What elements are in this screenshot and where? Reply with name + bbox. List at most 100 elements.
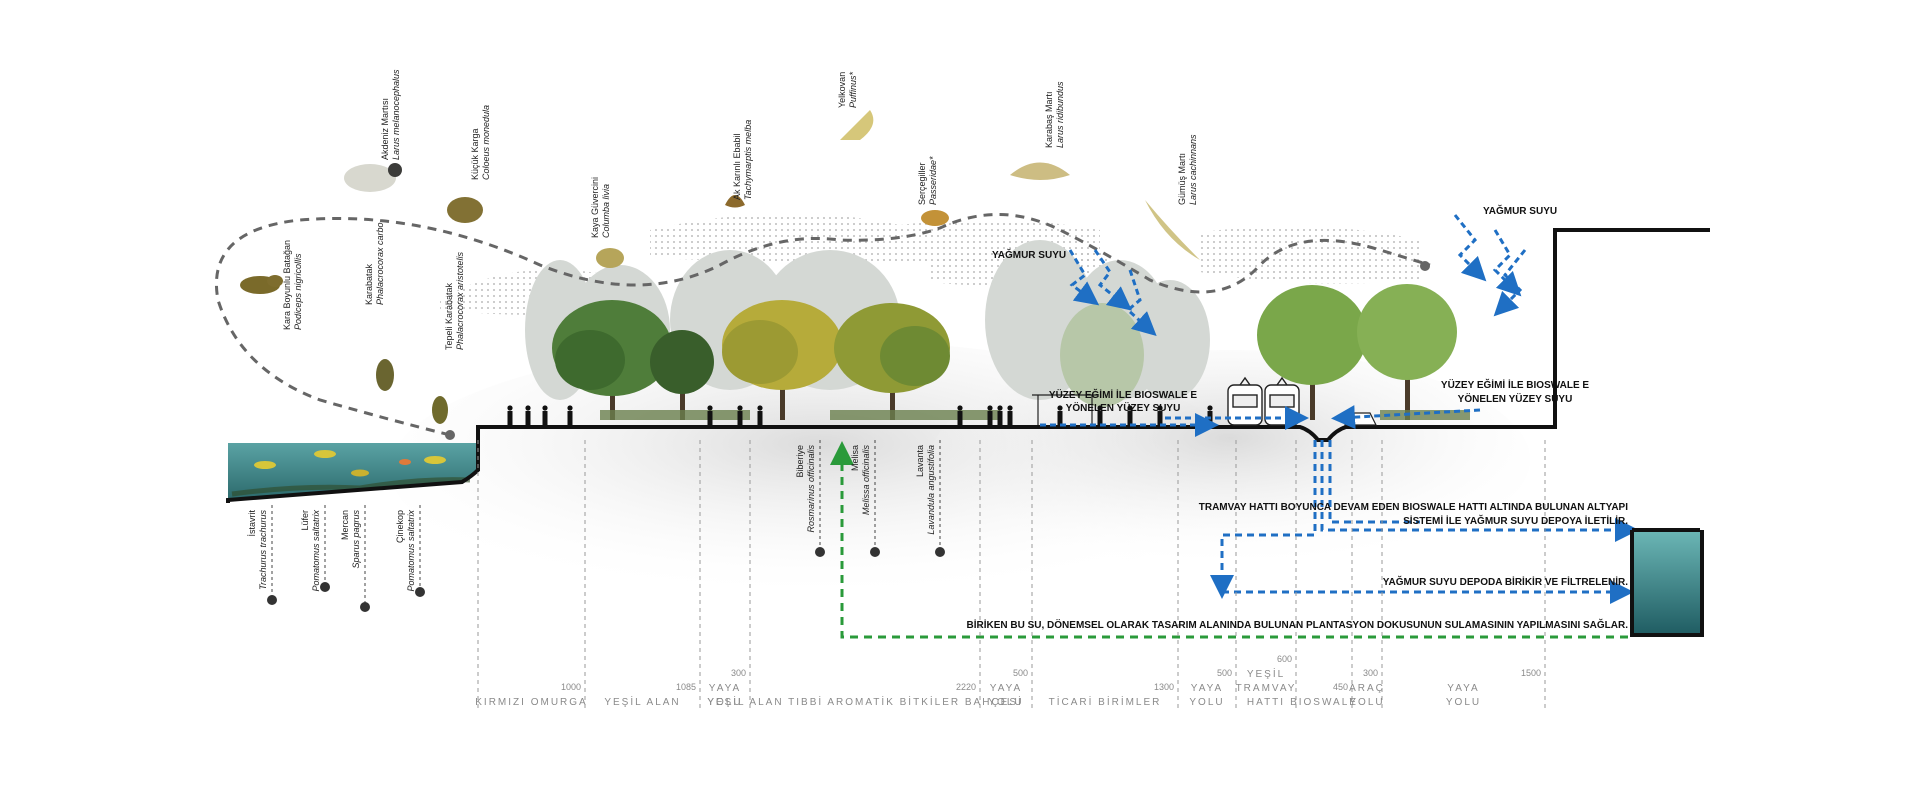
rain-label-1: YAĞMUR SUYU (992, 248, 1066, 261)
zone-width: 1500 (1521, 668, 1541, 678)
person-body (567, 411, 573, 426)
bird-common: Akdeniz Martısı (380, 98, 390, 160)
surface-runoff-label-2: YÜZEY EĞİMİ İLE BIOSWALE E (1441, 378, 1589, 391)
bird-latin: Larus ridibundus (1055, 81, 1065, 148)
species-dots (267, 547, 945, 612)
person-body (757, 411, 763, 426)
bird-flight-path (215, 213, 1431, 437)
bird-latin: Columba livia (601, 184, 611, 238)
person-head (507, 405, 513, 411)
person-body (707, 411, 713, 426)
bioswale-label: TRAMVAY HATTI BOYUNCA DEVAM EDEN BIOSWAL… (1199, 502, 1628, 513)
bird-common: Yelkovan (837, 72, 847, 108)
irrigation-label: BİRİKEN BU SU, DÖNEMSEL OLARAK TASARIM A… (967, 618, 1629, 631)
depot-label: YAĞMUR SUYU DEPODA BİRİKİR VE FİLTRELENİ… (1383, 575, 1628, 588)
zone-dividers (477, 440, 1546, 712)
plant-labels: Biberiye Rosmarinus officinalis Melisa M… (795, 445, 936, 535)
zone-label: BIOSWALE (1290, 697, 1358, 708)
plant-latin: Rosmarinus officinalis (806, 445, 816, 533)
zone-label: TİCARİ BİRİMLER (1049, 695, 1162, 708)
dotted-clouds (440, 213, 1420, 315)
bird-latin: Podiceps nigricollis (293, 253, 303, 330)
fish-latin: Sparus pagrus (351, 510, 361, 569)
fish-latin: Pomatomus saltatrix (406, 510, 416, 592)
species-leaders (271, 440, 941, 605)
zone-label: YEŞİL ALAN (604, 695, 680, 708)
bird-latin: Phalacrocorax carbo (375, 222, 385, 305)
person-head (957, 405, 963, 411)
zone-width: 500 (1013, 668, 1028, 678)
surface-runoff-label-1: YÜZEY EĞİMİ İLE BIOSWALE E (1049, 388, 1197, 401)
zone-label: YOLU (707, 697, 742, 708)
bird-common: Ak Karınlı Ebabil (732, 133, 742, 200)
bird-common: Karabaş Martı (1044, 91, 1054, 148)
person-head (542, 405, 548, 411)
zone-width: 1000 (561, 682, 581, 692)
bird-common: Tepeli Karabatak (444, 282, 454, 350)
person-body (1127, 411, 1133, 426)
annotations: YAĞMUR SUYU YAĞMUR SUYU YÜZEY EĞİMİ İLE … (967, 204, 1629, 631)
person-body (997, 411, 1003, 426)
zone-label: YAYA (1191, 683, 1223, 694)
bird-common: Karabatak (364, 263, 374, 305)
bird-latin: Coloeus monedula (481, 105, 491, 180)
person-body (987, 411, 993, 426)
zone-width: 300 (1363, 668, 1378, 678)
zone-width: 450 (1333, 682, 1348, 692)
zone-width: 2220 (956, 682, 976, 692)
plant-common: Biberiye (795, 445, 805, 478)
tram-icon (1227, 376, 1300, 426)
zone-width: 500 (1217, 668, 1232, 678)
person-head (737, 405, 743, 411)
irrigation-arrows (830, 441, 1628, 639)
person-head (1097, 405, 1103, 411)
bird-latin: Larus cachinnans (1188, 134, 1198, 205)
zone-label: YOLU (1446, 697, 1481, 708)
zone-label: HATTI (1247, 697, 1285, 708)
person-body (737, 411, 743, 426)
plant-common: Melisa (850, 445, 860, 471)
fish-latin: Pomatomus saltatrix (311, 510, 321, 592)
surface-runoff-label-2b: YÖNELEN YÜZEY SUYU (1458, 392, 1573, 405)
surface-runoff-arrows (1040, 405, 1481, 437)
zone-width: 1300 (1154, 682, 1174, 692)
zone-label: YEŞİL ALAN TIBBİ AROMATİK BİTKİLER BAHÇE… (707, 695, 1023, 708)
person-head (987, 405, 993, 411)
zone-label: KIRMIZI OMURGA (475, 697, 587, 708)
plant-latin: Melissa officinalis (861, 445, 871, 516)
fish-common: Mercan (340, 510, 350, 540)
person-body (507, 411, 513, 426)
bird-icons (240, 110, 1200, 424)
person-head (1157, 405, 1163, 411)
car-icon (1344, 412, 1377, 426)
person-head (997, 405, 1003, 411)
person-body (1057, 411, 1063, 426)
person-body (1157, 411, 1163, 426)
fish-labels: İstavrit Trachurus trachurus Lüfer Pomat… (247, 510, 416, 592)
person-head (1007, 405, 1013, 411)
person-head (1127, 405, 1133, 411)
fish-latin: Trachurus trachurus (258, 510, 268, 590)
zone-label: ARAÇ (1349, 683, 1385, 694)
zone-label: YAYA (990, 683, 1022, 694)
person-body (957, 411, 963, 426)
bird-common: Gümüş Martı (1177, 153, 1187, 205)
fish-common: Çinekop (395, 510, 405, 543)
zone-label: YOLU (988, 697, 1023, 708)
zone-label: YOLU (1349, 697, 1384, 708)
fish-common: Lüfer (300, 510, 310, 531)
plant-latin: Lavandula angustifolia (926, 445, 936, 535)
zone-label: YEŞİL (1247, 667, 1285, 680)
zone-label: YAYA (709, 683, 741, 694)
bird-common: Kaya Güvercini (590, 177, 600, 238)
person-body (1007, 411, 1013, 426)
bird-latin: Passeridae* (928, 156, 938, 205)
person-body (1097, 411, 1103, 426)
person-head (1207, 405, 1213, 411)
zone-width: 300 (731, 668, 746, 678)
pipe-flow-arrows (1210, 440, 1639, 604)
person-body (542, 411, 548, 426)
